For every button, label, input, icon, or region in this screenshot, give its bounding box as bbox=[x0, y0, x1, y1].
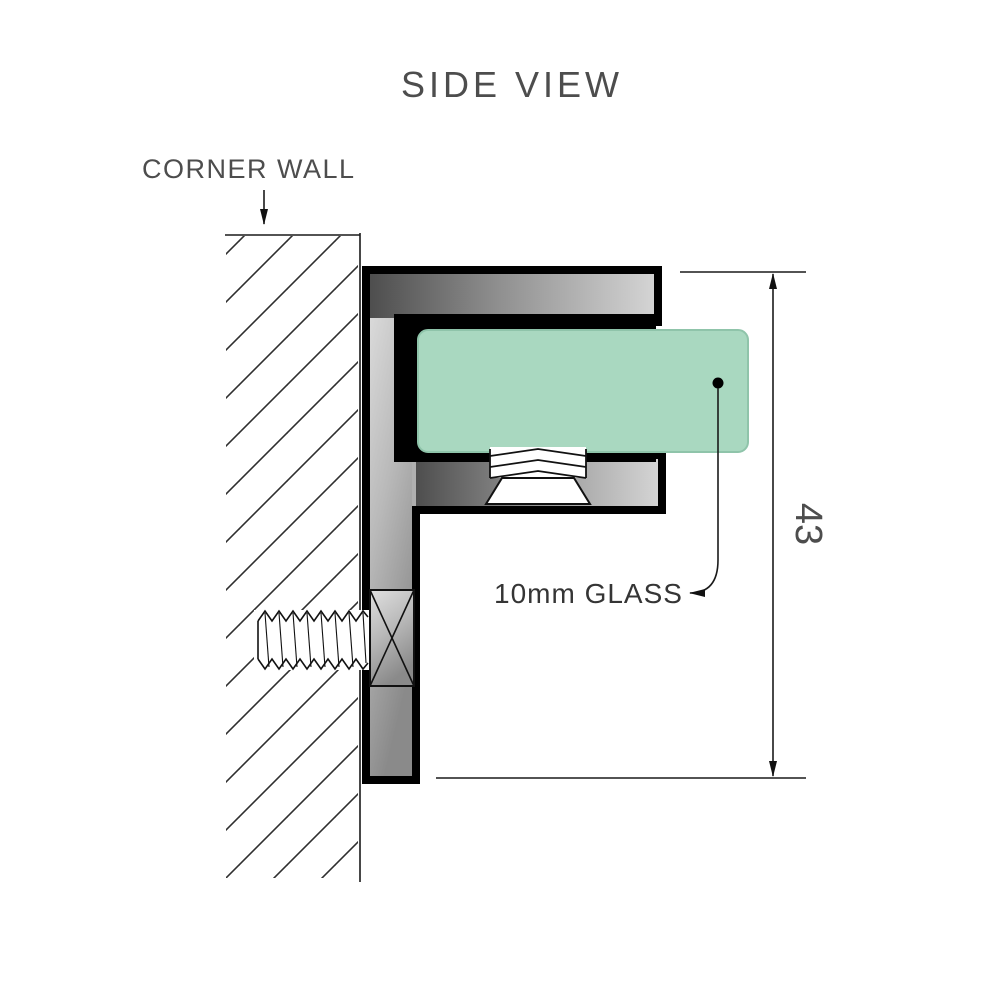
glass-leader-dot bbox=[712, 377, 724, 389]
wall-hatching bbox=[226, 236, 358, 878]
screw-thread-flanks bbox=[264, 612, 367, 668]
grub-screw-cone bbox=[484, 477, 592, 505]
mounting-screw bbox=[254, 589, 415, 687]
screw-thread-bottom bbox=[257, 657, 369, 671]
dimension-label: 43 bbox=[787, 503, 829, 545]
screw-head-cross bbox=[369, 589, 415, 687]
screw-thread-top bbox=[257, 609, 369, 623]
glass-callout: 10mm GLASS bbox=[494, 377, 724, 609]
glass-panel bbox=[417, 329, 749, 453]
glass-label: 10mm GLASS bbox=[494, 578, 683, 609]
corner-wall-label: CORNER WALL bbox=[142, 154, 356, 184]
grub-screw-thread-body bbox=[490, 447, 586, 478]
diagram-title: SIDE VIEW bbox=[401, 64, 623, 105]
glass-leader-line bbox=[689, 388, 719, 597]
grub-screw bbox=[484, 447, 592, 505]
bracket-top-arm bbox=[370, 274, 654, 318]
dimension: 43 bbox=[436, 271, 829, 779]
